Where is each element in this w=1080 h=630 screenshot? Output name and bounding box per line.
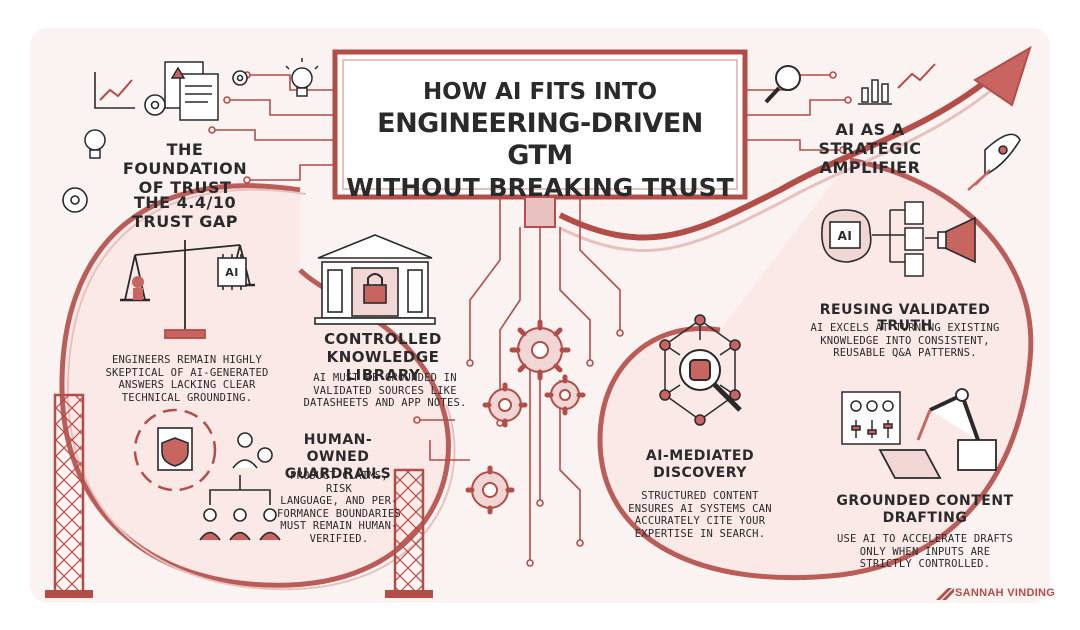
magnifier-icon: [764, 65, 801, 104]
title-line-1: HOW AI FITS INTO: [422, 79, 658, 105]
reuse-heading: REUSING VALIDATED TRUTH: [819, 302, 991, 334]
brain-ai-chip-label: AI: [837, 229, 853, 243]
discovery-heading: AI-MEDIATED DISCOVERY: [645, 448, 755, 481]
scale-ai-chip-label: AI: [225, 266, 239, 279]
rocket-icon: [967, 133, 1021, 191]
balance-scale-icon: [120, 240, 255, 339]
title-line-2: ENGINEERING-DRIVEN GTM: [377, 108, 703, 171]
guardrails-heading: HUMAN-OWNED GUARDRAILS: [284, 432, 392, 482]
bar-chart-icon: [858, 63, 936, 105]
title-sign: HOW AI FITS INTO ENGINEERING-DRIVEN GTM …: [340, 58, 740, 202]
truss-tower-right: [393, 468, 425, 597]
library-heading: CONTROLLED KNOWLEDGE LIBRARY: [324, 330, 442, 384]
library-building-icon: [314, 234, 436, 325]
documents-icon: [164, 61, 219, 121]
growth-ribbon: [558, 67, 1002, 241]
foundation-body: ENGINEERS REMAIN HIGHLY SKEPTICAL OF AI-…: [105, 354, 269, 404]
lightbulb-icon: [84, 58, 319, 159]
reuse-body: AI EXCELS AT TURNING EXISTING KNOWLEDGE …: [810, 322, 1000, 359]
ai-brain-icon: [821, 209, 872, 263]
trust-gap-heading: THE 4.4/10 TRUST GAP: [132, 193, 238, 231]
ai-chip-icon: [217, 254, 247, 290]
guardrails-body: PRODUCT CLAIMS, RISK LANGUAGE, AND PER- …: [277, 470, 401, 545]
discovery-body: STRUCTURED CONTENT ENSURES AI SYSTEMS CA…: [628, 490, 772, 540]
foundation-heading: THE FOUNDATION OF TRUST: [122, 140, 248, 197]
left-loop: [59, 183, 451, 588]
output-documents-icon: [872, 201, 940, 277]
database-search-icon: [679, 349, 742, 412]
gear-icon: [62, 70, 248, 213]
shield-hands-icon: [133, 408, 217, 492]
line-chart-icon: [94, 72, 135, 109]
robot-arm-icon: [878, 388, 997, 479]
people-hierarchy-icon: [199, 432, 281, 541]
truss-tower-left: [53, 393, 85, 597]
brand-credit: SANNAH VINDING: [955, 587, 1056, 599]
network-nodes-icon: [659, 314, 741, 426]
page-title: HOW AI FITS INTO ENGINEERING-DRIVEN GTM …: [340, 76, 740, 204]
drafting-heading: GROUNDED CONTENT DRAFTING: [836, 493, 1014, 526]
library-body: AI MUST BE GROUNDED IN VALIDATED SOURCES…: [303, 372, 467, 409]
megaphone-icon: [937, 216, 976, 264]
brand-logo-icon: [936, 588, 954, 600]
arrow-up-icon: [973, 45, 1032, 107]
amplifier-heading: AI AS A STRATEGIC AMPLIFIER: [818, 120, 922, 177]
drafting-body: USE AI TO ACCELERATE DRAFTS ONLY WHEN IN…: [836, 533, 1014, 570]
title-sign-frame: [332, 49, 748, 200]
control-panel-icon: [841, 391, 901, 445]
title-line-3: WITHOUT BREAKING TRUST: [346, 173, 734, 202]
